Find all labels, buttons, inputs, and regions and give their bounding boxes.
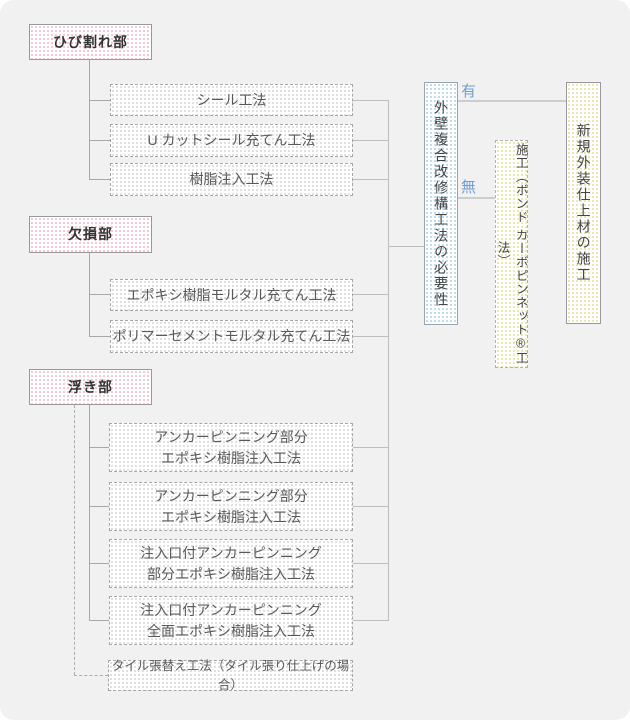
connector-collector-stub-2 <box>353 140 388 141</box>
branch-label-yes: 有 <box>461 83 477 100</box>
connector-delamination-stub-3 <box>89 563 109 564</box>
category-box-delamination: 浮き部 <box>29 369 152 405</box>
method-box-resin-injection: 樹脂注入工法 <box>110 163 353 196</box>
connector-delamination-stub-1 <box>89 447 109 448</box>
method-box-anchor-pinning-partial-epoxy-1: アンカーピンニング部分 エポキシ樹脂注入工法 <box>109 423 353 472</box>
connector-collector-stub-1 <box>353 100 388 101</box>
method-box-u-cut-seal-filling: U カットシール充てん工法 <box>110 124 353 157</box>
branch-label-no: 無 <box>461 179 477 196</box>
connector-to-decision <box>388 246 424 247</box>
connector-defect-stub-1 <box>89 294 110 295</box>
finish-box-new-exterior-finish: 新規外装仕上材の施工 <box>566 82 601 324</box>
category-box-cracks: ひび割れ部 <box>29 24 152 60</box>
connector-crack-vertical <box>89 60 90 180</box>
connector-collector-stub-6 <box>353 447 388 448</box>
method-box-tile-replacement: タイル張替え工法（タイル張り仕上げの場合） <box>108 659 353 692</box>
construction-box-bond-carbo-pin-net: 施工（ボンド カーボピンネット®工法） <box>495 140 528 368</box>
connector-defect-vertical <box>89 253 90 337</box>
method-box-polymer-cement-mortar-filling: ポリマーセメントモルタル充てん工法 <box>110 320 353 353</box>
method-box-anchor-pinning-partial-epoxy-2: アンカーピンニング部分 エポキシ樹脂注入工法 <box>109 482 353 531</box>
connector-collector-stub-7 <box>353 506 388 507</box>
connector-tile-dashed-vertical <box>74 405 75 675</box>
connector-collector-stub-9 <box>353 620 388 621</box>
connector-collector-stub-4 <box>353 294 388 295</box>
connector-delamination-stub-2 <box>89 506 109 507</box>
method-box-seal: シール工法 <box>110 84 353 116</box>
method-box-injection-port-anchor-pinning-partial: 注入口付アンカーピンニング 部分エポキシ樹脂注入工法 <box>109 539 353 588</box>
connector-crack-stub-3 <box>89 179 110 180</box>
connector-collector-vertical <box>388 100 389 621</box>
connector-delamination-stub-4 <box>89 620 109 621</box>
connector-crack-stub-1 <box>89 100 110 101</box>
connector-collector-stub-8 <box>353 563 388 564</box>
method-box-injection-port-anchor-pinning-full: 注入口付アンカーピンニング 全面エポキシ樹脂注入工法 <box>109 596 353 645</box>
connector-crack-stub-2 <box>89 140 110 141</box>
method-box-epoxy-resin-mortar-filling: エポキシ樹脂モルタル充てん工法 <box>110 279 353 311</box>
connector-collector-stub-5 <box>353 336 388 337</box>
decision-box-exterior-composite-repair-necessity: 外壁複合改修構工法の必要性 <box>424 82 458 325</box>
category-box-defects: 欠損部 <box>29 216 152 253</box>
connector-branch-yes <box>458 100 566 102</box>
connector-collector-stub-3 <box>353 179 388 180</box>
connector-branch-no <box>458 197 495 199</box>
connector-delamination-vertical <box>89 405 90 621</box>
connector-tile-dashed-horizontal <box>74 675 108 676</box>
connector-defect-stub-2 <box>89 336 110 337</box>
